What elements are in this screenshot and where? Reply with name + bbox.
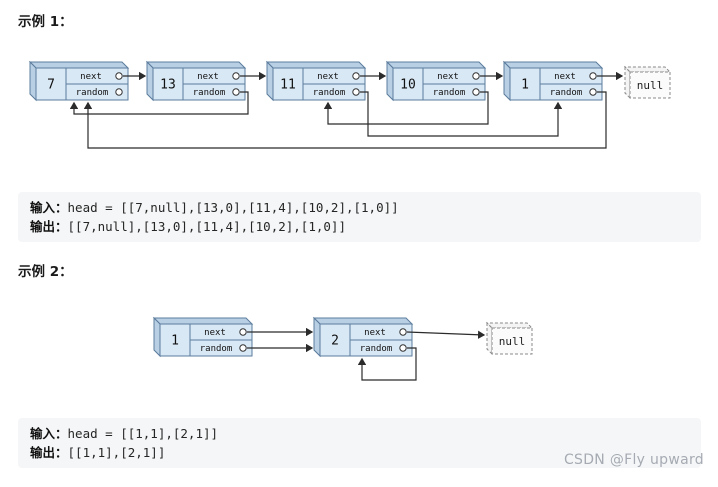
null-label: null (499, 335, 526, 348)
null-left-face (486, 321, 493, 356)
output-code: [[1,1],[2,1]] (67, 445, 166, 460)
next-pointer-dot (399, 328, 407, 336)
random-pointer-dot (115, 88, 123, 96)
node-top-face (28, 61, 130, 69)
node-value: 13 (160, 78, 176, 93)
random-pointer-dot (352, 88, 360, 96)
random-arrow-1-7 (83, 91, 607, 149)
example2-heading: 示例 2： (18, 264, 73, 280)
next-label: next (80, 72, 102, 82)
output-label: 输出： (30, 219, 68, 234)
csdn-watermark: CSDN @Fly upward (563, 452, 704, 468)
random-arrow-13-7 (69, 91, 249, 115)
node-left-face (146, 60, 154, 102)
null-top-face (623, 66, 672, 73)
next-pointer-dot (472, 72, 480, 80)
random-label: random (360, 344, 393, 354)
next-pointer-dot (589, 72, 597, 80)
random-label: random (433, 88, 466, 98)
output-code: [[7,null],[13,0],[11,4],[10,2],[1,0]] (67, 219, 346, 234)
random-label: random (550, 88, 583, 98)
node-value: 11 (280, 78, 296, 93)
node-left-face (503, 60, 511, 102)
next-label: next (197, 72, 219, 82)
example2-linked-list-diagram: 1 next random 2 next random null (152, 316, 534, 381)
null-terminator: null (485, 321, 534, 356)
node-value: 10 (400, 78, 416, 93)
null-top-face (485, 322, 534, 329)
node-left-face (386, 60, 394, 102)
next-label: next (317, 72, 339, 82)
random-pointer-dot (232, 88, 240, 96)
list-node-10: 10 next random (385, 60, 487, 102)
example1-linked-list-diagram: 7 next random 13 next random 11 next ran… (28, 60, 672, 149)
null-label: null (637, 79, 664, 92)
list-node-13: 13 next random (145, 60, 247, 102)
list-node-2: 2 next random (312, 316, 414, 358)
node-value: 2 (331, 334, 339, 349)
example1-io-block: 输入：head = [[7,null],[13,0],[11,4],[10,2]… (18, 192, 701, 242)
next-label: next (364, 328, 386, 338)
random-arrow-10-11 (323, 91, 489, 125)
next-label: next (554, 72, 576, 82)
random-pointer-dot (399, 344, 407, 352)
null-terminator: null (623, 65, 672, 100)
example2-io-block: 输入：head = [[1,1],[2,1]]输出：[[1,1],[2,1]] (18, 418, 701, 468)
node-left-face (153, 316, 161, 358)
null-left-face (624, 65, 631, 100)
list-node-7: 7 next random (28, 60, 130, 102)
node-value: 1 (521, 78, 529, 93)
random-label: random (76, 88, 109, 98)
random-pointer-dot (239, 344, 247, 352)
list-node-11: 11 next random (265, 60, 367, 102)
random-pointer-dot (589, 88, 597, 96)
node-top-face (502, 61, 604, 69)
next-pointer-dot (115, 72, 123, 80)
list-node-1: 1 next random (152, 316, 254, 358)
node-left-face (313, 316, 321, 358)
node-top-face (312, 317, 414, 325)
next-pointer-dot (352, 72, 360, 80)
random-arrow-11-1 (360, 91, 563, 137)
input-line: 输入：head = [[1,1],[2,1]] (30, 424, 689, 443)
node-value: 7 (47, 78, 55, 93)
node-top-face (152, 317, 254, 325)
output-label: 输出： (30, 445, 68, 460)
next-label: next (204, 328, 226, 338)
output-line: 输出：[[1,1],[2,1]] (30, 443, 689, 462)
node-top-face (265, 61, 367, 69)
null-front-face (491, 327, 533, 355)
random-arrow-2-self (357, 347, 417, 381)
input-label: 输入： (30, 200, 68, 215)
random-label: random (313, 88, 346, 98)
next-pointer-dot (232, 72, 240, 80)
input-label: 输入： (30, 426, 68, 441)
random-pointer-dot (472, 88, 480, 96)
input-line: 输入：head = [[7,null],[13,0],[11,4],[10,2]… (30, 198, 689, 217)
node-top-face (385, 61, 487, 69)
random-label: random (200, 344, 233, 354)
node-left-face (29, 60, 37, 102)
node-top-face (145, 61, 247, 69)
next-label: next (437, 72, 459, 82)
node-left-face (266, 60, 274, 102)
input-code: head = [[1,1],[2,1]] (67, 426, 219, 441)
output-line: 输出：[[7,null],[13,0],[11,4],[10,2],[1,0]] (30, 217, 689, 236)
example1-heading: 示例 1： (18, 14, 73, 30)
next-arrow-2-null (406, 330, 486, 339)
list-node-1: 1 next random (502, 60, 604, 102)
random-label: random (193, 88, 226, 98)
next-pointer-dot (239, 328, 247, 336)
node-value: 1 (171, 334, 179, 349)
input-code: head = [[7,null],[13,0],[11,4],[10,2],[1… (67, 200, 399, 215)
null-front-face (629, 71, 671, 99)
